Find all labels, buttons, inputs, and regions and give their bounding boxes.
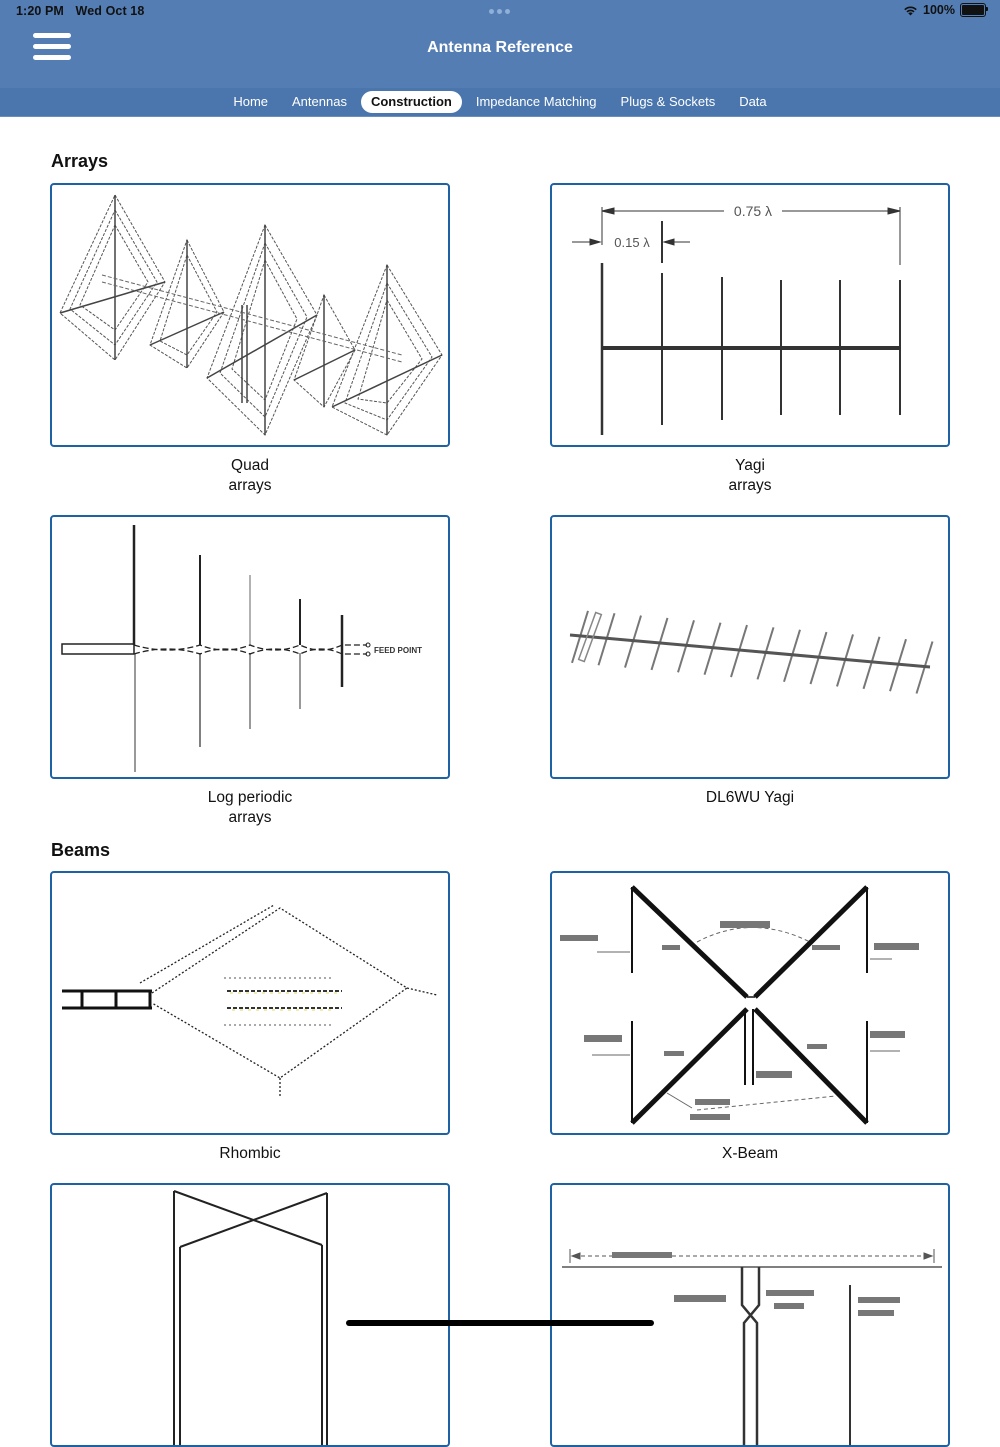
- caption-line: Yagi: [735, 457, 765, 474]
- status-time: 1:20 PM Wed Oct 18: [16, 4, 152, 18]
- section-title-arrays: Arrays: [51, 151, 109, 171]
- caption-line: Rhombic: [219, 1145, 281, 1162]
- caption-yagi-arrays: Yagi arrays: [550, 456, 950, 496]
- dimension-spacing: 0.15 λ: [614, 235, 650, 250]
- caption-x-beam: X-Beam: [550, 1144, 950, 1164]
- card-dl6wu-yagi[interactable]: [550, 515, 950, 779]
- caption-rhombic: Rhombic: [50, 1144, 450, 1164]
- battery-icon: [960, 3, 988, 17]
- status-clock: 1:20 PM: [16, 4, 64, 18]
- tab-home[interactable]: Home: [233, 94, 269, 109]
- tab-plugs-sockets[interactable]: Plugs & Sockets: [620, 94, 716, 109]
- card-rhombic[interactable]: [50, 871, 450, 1135]
- log-periodic-diagram: FEED POINT: [61, 525, 422, 772]
- status-date: Wed Oct 18: [75, 4, 145, 18]
- caption-line: DL6WU Yagi: [705, 789, 795, 806]
- beam-4-diagram: [562, 1249, 942, 1445]
- section-title-beams: Beams: [51, 840, 111, 860]
- tab-antennas[interactable]: Antennas: [292, 94, 347, 109]
- caption-quad-arrays: Quad arrays: [50, 456, 450, 496]
- card-quad-arrays[interactable]: [50, 183, 450, 447]
- quad-arrays-diagram: [59, 193, 443, 436]
- tab-impedance-matching[interactable]: Impedance Matching: [475, 94, 597, 109]
- caption-line: arrays: [228, 809, 272, 826]
- multitasking-dots-icon[interactable]: [489, 9, 510, 14]
- caption-log-periodic: Log periodic arrays: [50, 788, 450, 828]
- tab-construction[interactable]: Construction: [360, 91, 462, 113]
- card-beam-3[interactable]: [50, 1183, 450, 1447]
- card-x-beam[interactable]: [550, 871, 950, 1135]
- beam-3-diagram: [173, 1190, 328, 1445]
- card-yagi-arrays[interactable]: 0.75 λ 0.15 λ: [550, 183, 950, 447]
- caption-line: X-Beam: [722, 1145, 778, 1162]
- tab-data[interactable]: Data: [739, 94, 767, 109]
- tab-bar: Home Antennas Construction Impedance Mat…: [0, 88, 1000, 117]
- caption-line: Log periodic: [207, 789, 293, 806]
- home-indicator[interactable]: [346, 1320, 654, 1326]
- caption-line: arrays: [728, 477, 772, 494]
- dimension-total: 0.75 λ: [734, 203, 772, 219]
- hamburger-menu-button[interactable]: [33, 33, 71, 61]
- caption-line: arrays: [228, 477, 272, 494]
- rhombic-diagram: [62, 904, 438, 1098]
- caption-dl6wu-yagi: DL6WU Yagi: [550, 788, 950, 808]
- caption-line: Quad: [231, 457, 269, 474]
- battery-percent: 100%: [923, 3, 955, 17]
- yagi-arrays-diagram: 0.75 λ 0.15 λ: [572, 203, 901, 435]
- feed-point-label: FEED POINT: [374, 646, 422, 655]
- card-beam-4[interactable]: [550, 1183, 950, 1447]
- wifi-icon: [904, 5, 917, 15]
- status-indicators: 100%: [903, 3, 988, 17]
- page-title: Antenna Reference: [427, 39, 573, 56]
- x-beam-diagram: [560, 885, 919, 1125]
- card-log-periodic-arrays[interactable]: FEED POINT: [50, 515, 450, 779]
- navigation-header: 1:20 PM Wed Oct 18 100% Antenna Referenc…: [0, 0, 1000, 88]
- dl6wu-yagi-diagram: [569, 610, 934, 694]
